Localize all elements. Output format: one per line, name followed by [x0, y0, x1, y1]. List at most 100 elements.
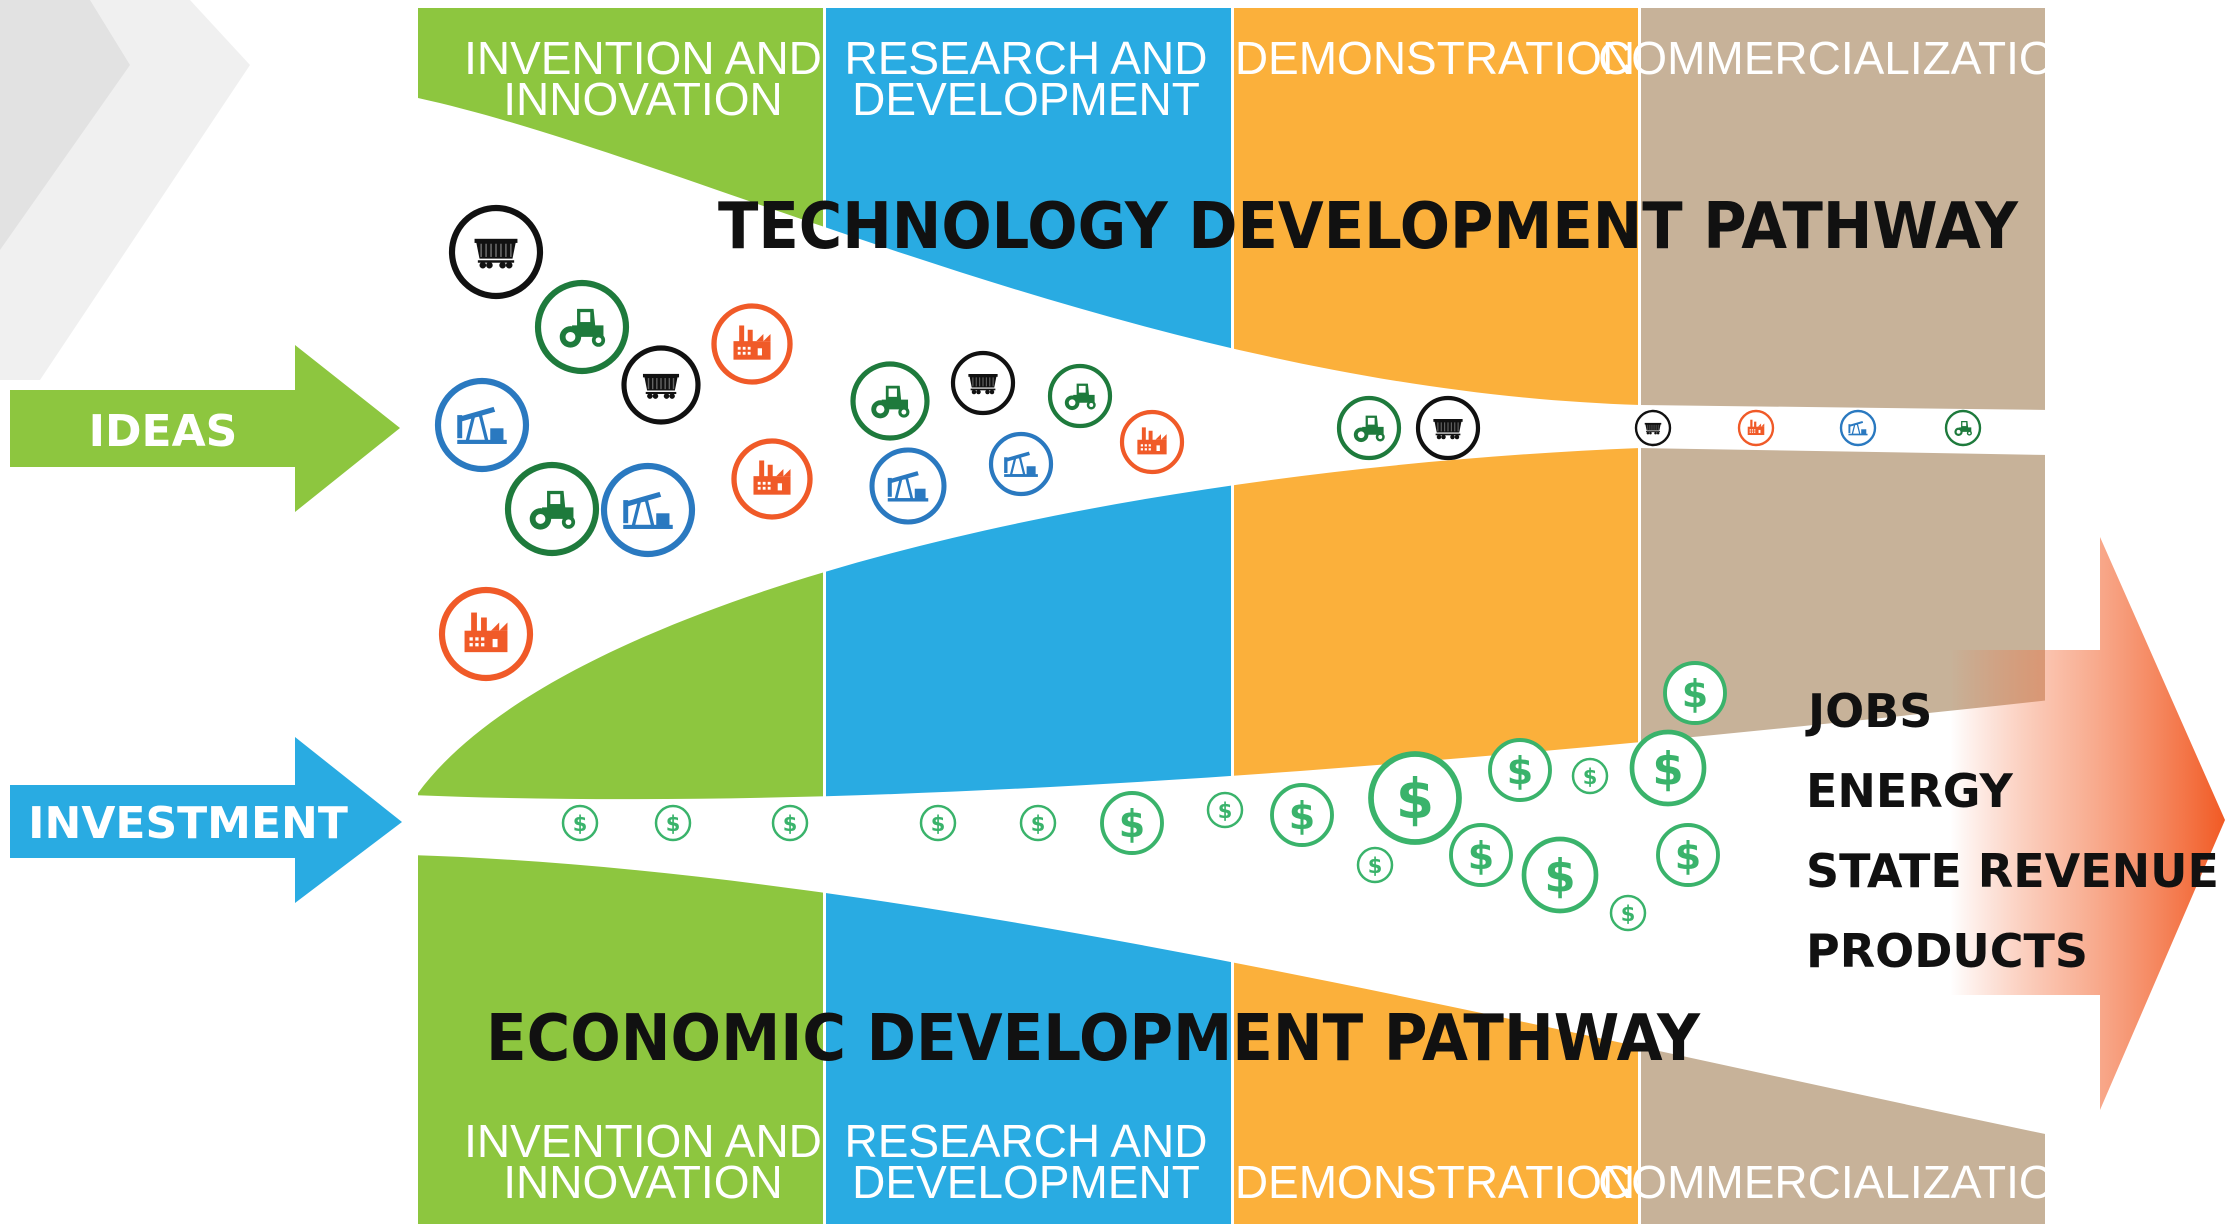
ideas-arrow: [10, 345, 400, 512]
stage-bottom-demonstration: DEMONSTRATION: [1235, 1156, 1635, 1208]
column-divider: [1231, 8, 1234, 1224]
investment-arrow-label: INVESTMENT: [28, 798, 348, 849]
factory-icon: [731, 438, 813, 520]
dollar-coin-icon: $: [1609, 894, 1647, 932]
dollar-coin-icon: $: [561, 804, 599, 842]
column-divider: [823, 8, 826, 1224]
outcome-item: ENERGY: [1806, 764, 2014, 818]
investment-arrow: [10, 737, 402, 903]
stage-labels-bottom: INVENTION AND INNOVATION RESEARCH AND DE…: [464, 1115, 2088, 1208]
svg-text:$: $: [1652, 743, 1683, 796]
svg-text:$: $: [1621, 902, 1636, 926]
svg-text:$: $: [1682, 672, 1708, 716]
stage-bottom-invention-line2: INNOVATION: [503, 1156, 782, 1208]
dollar-coin-icon: $: [1629, 729, 1707, 807]
svg-text:$: $: [573, 812, 588, 836]
dollar-coin-icon: $: [1521, 836, 1599, 914]
svg-text:DEMONSTRATION: DEMONSTRATION: [1235, 1156, 1635, 1208]
dollar-coin-icon: $: [1368, 751, 1462, 845]
stage-top-research-line1: RESEARCH AND: [845, 32, 1208, 84]
svg-text:INVESTMENT: INVESTMENT: [28, 798, 348, 849]
dollar-coin-icon: $: [1206, 791, 1244, 829]
dollar-coin-icon: $: [1663, 661, 1727, 725]
svg-text:$: $: [783, 812, 798, 836]
factory-icon: [438, 586, 534, 682]
outcome-arrow: [1950, 537, 2225, 1110]
stage-top-research-line2: DEVELOPMENT: [852, 73, 1200, 125]
technology-funnel: [418, 98, 2050, 793]
dollar-coin-icon: $: [1656, 823, 1720, 887]
svg-text:$: $: [666, 812, 681, 836]
stage-bottom-invention-line1: INVENTION AND: [464, 1115, 822, 1167]
svg-text:COMMERCIALIZATION: COMMERCIALIZATION: [1598, 32, 2088, 84]
economic-pathway-title: ECONOMIC DEVELOPMENT PATHWAY: [486, 1002, 1701, 1076]
stage-bottom-commercialization: COMMERCIALIZATION: [1598, 1156, 2088, 1208]
stage-top-invention-line1: INVENTION AND: [464, 32, 822, 84]
outcome-list: JOBS ENERGY STATE REVENUE PRODUCTS: [1805, 684, 2219, 978]
column-divider: [1638, 8, 1641, 1224]
dollar-coin-icon: $: [1449, 823, 1513, 887]
dollar-coin-icon: $: [1356, 846, 1394, 884]
svg-text:$: $: [1544, 850, 1575, 903]
svg-text:INVENTION AND: INVENTION AND: [464, 1115, 822, 1167]
factory-icon: [711, 303, 793, 385]
tractor-icon: [504, 461, 600, 557]
background-chevron-decoration-inner: [0, 0, 130, 250]
railcar-icon: [621, 345, 701, 425]
factory-icon: [1737, 409, 1775, 447]
svg-text:DEMONSTRATION: DEMONSTRATION: [1235, 32, 1635, 84]
svg-text:DEVELOPMENT: DEVELOPMENT: [852, 1156, 1200, 1208]
svg-text:INVENTION AND: INVENTION AND: [464, 32, 822, 84]
dollar-coin-icon: $: [771, 804, 809, 842]
tractor-icon: [1336, 395, 1402, 461]
tractor-icon: [534, 279, 630, 375]
stage-column-research: [825, 8, 1231, 1224]
oil-pump-icon: [988, 431, 1054, 497]
svg-text:RESEARCH AND: RESEARCH AND: [845, 1115, 1208, 1167]
outcome-item: PRODUCTS: [1806, 924, 2088, 978]
railcar-icon: [1634, 409, 1672, 447]
svg-text:ENERGY: ENERGY: [1806, 764, 2014, 818]
svg-text:$: $: [1031, 812, 1046, 836]
svg-text:$: $: [1507, 749, 1533, 793]
economic-funnel: [410, 700, 2050, 1135]
ideas-arrow-label: IDEAS: [89, 406, 238, 457]
svg-text:COMMERCIALIZATION: COMMERCIALIZATION: [1598, 1156, 2088, 1208]
svg-text:$: $: [1583, 765, 1598, 789]
dollar-coin-icon: $: [1270, 783, 1334, 847]
svg-text:INNOVATION: INNOVATION: [503, 1156, 782, 1208]
svg-text:TECHNOLOGY DEVELOPMENT PATHWAY: TECHNOLOGY DEVELOPMENT PATHWAY: [718, 190, 2019, 264]
tractor-icon: [1944, 409, 1982, 447]
outcome-item: JOBS: [1805, 684, 1932, 738]
oil-pump-icon: [1839, 409, 1877, 447]
svg-text:RESEARCH AND: RESEARCH AND: [845, 32, 1208, 84]
railcar-icon: [1415, 395, 1481, 461]
technology-pathway-title: TECHNOLOGY DEVELOPMENT PATHWAY: [718, 190, 2019, 264]
svg-text:$: $: [1289, 794, 1315, 838]
svg-text:$: $: [1675, 834, 1701, 878]
oil-pump-icon: [869, 447, 947, 525]
railcar-icon: [448, 204, 544, 300]
railcar-icon: [950, 350, 1016, 416]
svg-text:$: $: [1468, 834, 1494, 878]
dollar-coin-icon: $: [919, 804, 957, 842]
oil-pump-icon: [600, 462, 696, 558]
idea-icons: [434, 204, 1982, 682]
svg-text:DEVELOPMENT: DEVELOPMENT: [852, 73, 1200, 125]
investment-coins: $$$$$$$$$$$$$$$$$$: [561, 661, 1727, 932]
svg-text:ECONOMIC DEVELOPMENT PATHWAY: ECONOMIC DEVELOPMENT PATHWAY: [486, 1002, 1701, 1076]
factory-icon: [1119, 409, 1185, 475]
svg-text:STATE REVENUE: STATE REVENUE: [1806, 844, 2219, 898]
dollar-coin-icon: $: [1019, 804, 1057, 842]
stage-bottom-research-line1: RESEARCH AND: [845, 1115, 1208, 1167]
svg-text:$: $: [1368, 854, 1383, 878]
stage-bottom-research-line2: DEVELOPMENT: [852, 1156, 1200, 1208]
tractor-icon: [1047, 363, 1113, 429]
dollar-coin-icon: $: [1571, 757, 1609, 795]
stage-labels-top: INVENTION AND INNOVATION RESEARCH AND DE…: [464, 32, 2088, 125]
tractor-icon: [850, 361, 930, 441]
outcome-item: STATE REVENUE: [1806, 844, 2219, 898]
svg-text:IDEAS: IDEAS: [89, 406, 238, 457]
stage-top-invention-line2: INNOVATION: [503, 73, 782, 125]
svg-text:JOBS: JOBS: [1805, 684, 1932, 738]
